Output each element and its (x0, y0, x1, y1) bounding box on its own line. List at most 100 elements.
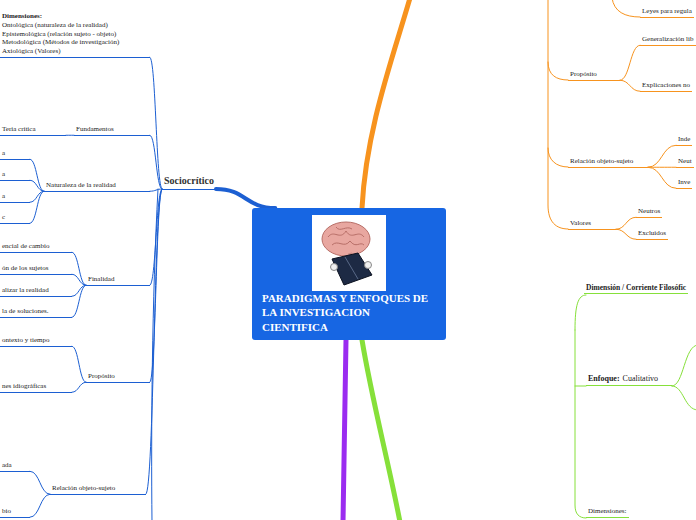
topic-text: Naturaleza de la realidad (46, 181, 148, 190)
leaf-topic: a (0, 192, 30, 203)
subtopic: Relación objeto-sujeto (568, 157, 648, 168)
leaf-topic: ontexto y tiempo (0, 336, 72, 347)
leaf-topic: Inve (676, 178, 692, 189)
leaf-topic: Teria crítica (0, 125, 66, 136)
subtopic: Valores (568, 219, 616, 230)
topic-text: Sociocrítico (164, 175, 214, 188)
branch-connector (72, 274, 86, 285)
branch-connector (648, 145, 676, 167)
topic-text: Teria crítica (2, 125, 64, 134)
subtopic: Dimensiones: (586, 507, 629, 518)
leaf-topic: c (0, 213, 30, 224)
topic-text: nes idiográficas (2, 382, 70, 391)
green-branch-line (575, 330, 586, 518)
green-branch-line (575, 295, 586, 330)
topic-text: Relación objeto-sujeto (52, 484, 144, 493)
orange-branch-line (548, 62, 568, 80)
leaf-topic: la de soluciones. (0, 307, 72, 318)
leaf-topic: Neut (676, 157, 694, 168)
topic-text: ada (2, 461, 28, 470)
topic-text: Propósito (88, 372, 148, 381)
topic-text: a (2, 192, 28, 201)
main-topic: Sociocrítico (162, 175, 216, 190)
topic-text: la de soluciones. (2, 307, 70, 316)
orange-branch-line (548, 148, 568, 167)
green-branch-line (672, 386, 696, 410)
branch-connector (648, 167, 676, 188)
topic-text: a (2, 170, 28, 179)
leaf-topic: Leyes para regula (640, 7, 694, 18)
topic-text: Enfoque: (588, 374, 620, 383)
branch-connector (616, 229, 636, 239)
leaf-topic: Explicaciones no (640, 81, 692, 92)
branch-connector (72, 346, 86, 382)
leaf-topic: Excluidos (636, 229, 668, 240)
leaf-topic: alizar la realidad (0, 286, 72, 297)
green-branch-line (575, 386, 586, 387)
subtopic: Fundamentos (74, 125, 150, 136)
branch-connector (146, 189, 162, 494)
subtopic: Finalidad (86, 275, 150, 286)
subtopic: Dimensión / Corriente Filosófic (584, 283, 688, 294)
leaf-topic: a (0, 149, 30, 160)
topic-text: Inde (678, 135, 690, 144)
leaf-topic: Generalización lib (640, 35, 696, 46)
leaf-topic: ón de los sujetos (0, 264, 72, 275)
leaf-topic: Inde (676, 135, 692, 146)
leaf-topic: a (0, 170, 30, 181)
topic-text: ón de los sujetos (2, 264, 70, 273)
leaf-topic: ada (0, 461, 30, 472)
leaf-topic: bio (0, 507, 30, 518)
branch-connector (30, 471, 50, 494)
branch-connector (30, 494, 50, 517)
branch-connector (66, 135, 74, 136)
topic-text: Neut (678, 157, 692, 166)
branch-connector (30, 159, 44, 191)
topic-text: bio (2, 507, 28, 516)
branch-connector (72, 285, 86, 317)
topic-text: Neutros (638, 207, 660, 216)
orange-branch (362, 0, 410, 208)
branch-connector (620, 80, 640, 91)
branch-connector (616, 217, 636, 229)
topic-text: Dimensiones: (2, 12, 148, 21)
branch-connector (72, 252, 86, 285)
central-title: PARADIGMAS Y ENFOQUES DE LA INVESTIGACIO… (262, 291, 438, 334)
orange-branch-line (548, 0, 568, 229)
topic-text: Dimensión / Corriente Filosófic (586, 283, 686, 292)
topic-text: Valores (570, 219, 614, 228)
topic-text: Excluidos (638, 229, 666, 238)
subtopic: Propósito (86, 372, 150, 383)
green-branch-line (672, 345, 696, 386)
green-branch (362, 340, 400, 520)
topic-text: encial de cambio (2, 242, 70, 251)
branch-connector (30, 180, 44, 191)
brain-reading-illustration (312, 215, 386, 291)
subtopic-note: Dimensiones:Ontológica (naturaleza de la… (0, 12, 150, 58)
orange-branch-line (612, 0, 640, 17)
leaf-topic: Neutros (636, 207, 662, 218)
topic-body: Cualitativo (623, 374, 659, 383)
subtopic: Naturaleza de la realidad (44, 181, 150, 192)
topic-text: Propósito (570, 70, 618, 79)
subtopic: Relación objeto-sujeto (50, 484, 146, 495)
leaf-topic: encial de cambio (0, 242, 72, 253)
topic-text: Relación objeto-sujeto (570, 157, 646, 166)
topic-text: Inve (678, 178, 690, 187)
topic-text: Explicaciones no (642, 81, 690, 90)
topic-text: Fundamentos (76, 125, 148, 134)
branch-connector (72, 382, 86, 392)
branch-connector (150, 135, 162, 189)
topic-text: Generalización lib (642, 35, 694, 44)
topic-text: Finalidad (88, 275, 148, 284)
subtopic: Enfoque:Cualitativo (586, 374, 672, 386)
central-topic: PARADIGMAS Y ENFOQUES DE LA INVESTIGACIO… (252, 208, 446, 340)
topic-body: Ontológica (naturaleza de la realidad) E… (2, 21, 148, 56)
topic-text: Leyes para regula (642, 7, 692, 16)
subtopic: Propósito (568, 70, 620, 81)
topic-text: a (2, 149, 28, 158)
topic-text: Dimensiones: (588, 507, 627, 516)
topic-text: ontexto y tiempo (2, 336, 70, 345)
leaf-topic: nes idiográficas (0, 382, 72, 393)
topic-text: c (2, 213, 28, 222)
